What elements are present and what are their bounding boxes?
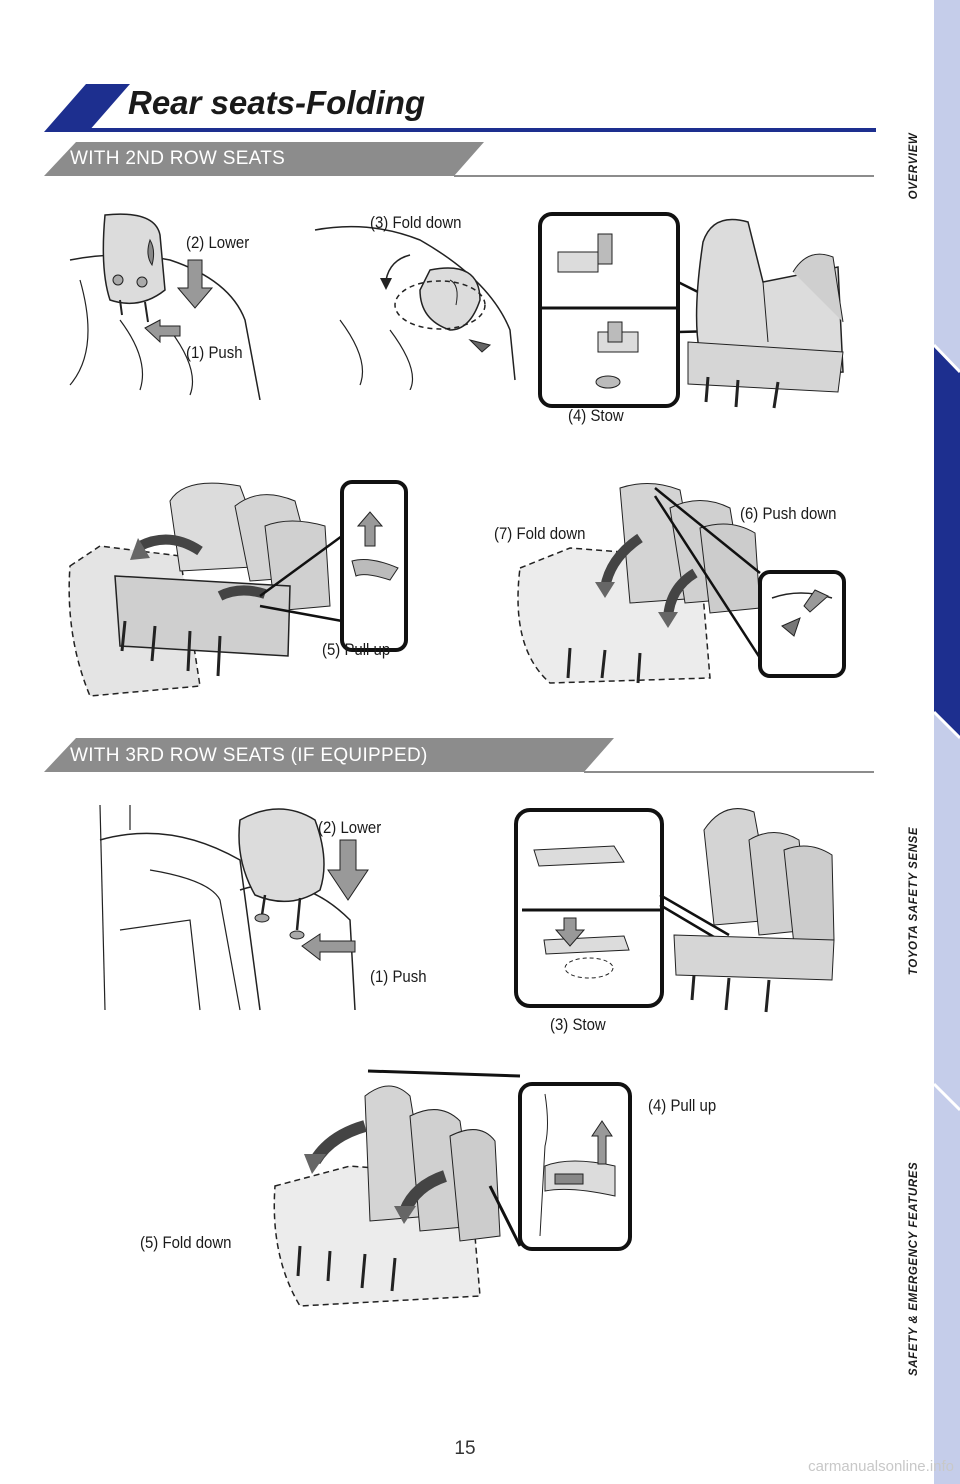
section-title-3rd-row: WITH 3RD ROW SEATS (IF EQUIPPED): [70, 745, 428, 766]
page-number: 15: [454, 1438, 476, 1459]
callout-3rd-stow: (3) Stow: [550, 1015, 606, 1034]
callout-3rd-pull-up: (4) Pull up: [648, 1096, 717, 1115]
callout-fold-down-seat: (7) Fold down: [494, 524, 586, 543]
callout-3rd-lower: (2) Lower: [318, 818, 382, 837]
section-band-2nd-row: [44, 142, 874, 177]
tab-features-operations[interactable]: FEATURES & OPERATIONS: [908, 447, 920, 611]
page-title: Rear seats-Folding: [128, 84, 426, 121]
side-tab-strip: [932, 0, 960, 1484]
callout-3rd-push: (1) Push: [370, 967, 427, 986]
tab-overview-bg: [934, 0, 960, 345]
section-title-2nd-row: WITH 2ND ROW SEATS: [70, 148, 286, 169]
illustration-headrest-fold: [314, 225, 516, 390]
illustration-3rd-row-fold: [273, 1069, 632, 1307]
callout-fold-down-headrest: (3) Fold down: [370, 213, 462, 232]
callout-pull-up: (5) Pull up: [322, 640, 391, 659]
callout-stow: (4) Stow: [568, 406, 624, 425]
tab-safety-sense-bg: [934, 712, 960, 1110]
tab-safety-emergency-features[interactable]: SAFETY & EMERGENCY FEATURES: [908, 1161, 920, 1376]
watermark: carmanualsonline.info: [808, 1458, 954, 1475]
tab-toyota-safety-sense[interactable]: TOYOTA SAFETY SENSE: [908, 826, 920, 976]
title-bar: [44, 84, 876, 132]
callout-push-down: (6) Push down: [740, 504, 837, 523]
illustration-seatbelt-stow: [538, 212, 844, 409]
tab-overview[interactable]: OVERVIEW: [908, 132, 920, 200]
illustration-3rd-row-stow: [514, 808, 835, 1013]
illustration-3rd-row-headrest: [99, 804, 369, 1011]
section-band-3rd-row: [44, 738, 874, 773]
callout-push: (1) Push: [186, 343, 243, 362]
illustration-headrest-lower: [69, 213, 261, 400]
tab-features-bg: [934, 345, 960, 738]
illustration-seat-fold-down: [517, 483, 846, 684]
callout-lower: (2) Lower: [186, 233, 250, 252]
illustration-seat-pull-up: [68, 480, 408, 697]
callout-3rd-fold-down: (5) Fold down: [140, 1233, 232, 1252]
